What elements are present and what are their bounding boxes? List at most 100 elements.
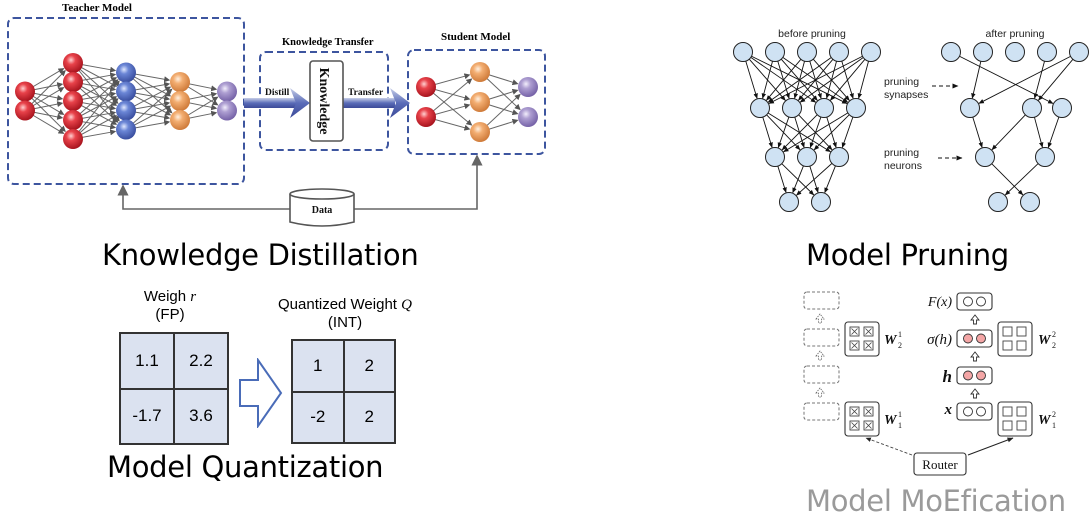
svg-text:W: W [884, 333, 898, 348]
w22-label: W 2 2 [1038, 330, 1056, 350]
synapse-edge [768, 55, 863, 104]
teacher-neuron [116, 62, 136, 83]
svg-text:1: 1 [1052, 421, 1056, 430]
teacher-neuron [217, 100, 237, 121]
pruning-neuron [765, 147, 785, 167]
svg-text:W: W [884, 413, 898, 428]
synapse-edge [745, 60, 758, 99]
student-nodes [416, 62, 538, 142]
data-text: Data [312, 205, 333, 216]
synapse-edge [1004, 163, 1039, 196]
data-feedback-lines [117, 154, 483, 210]
student-frame [407, 49, 546, 155]
pruning-neuron [797, 147, 817, 167]
pruning-neuron [941, 42, 961, 62]
fp-cell: 1.1 [120, 333, 174, 389]
int-weight-label-line1: Quantized Weight Q [278, 296, 412, 313]
transfer-arrow [343, 88, 410, 118]
active-weight-w12 [997, 401, 1033, 437]
fx-label: F(x) [927, 295, 952, 310]
synapse-edge [830, 58, 866, 101]
w21-label: W 1 2 [884, 330, 902, 350]
pruning-neuron [750, 98, 770, 118]
knowledge-text: Knowledge [316, 68, 331, 135]
knowledge-box [309, 60, 344, 142]
fp-weight-label: Weigh r (FP) [110, 288, 230, 323]
student-neuron [470, 62, 490, 82]
int-cell: 2 [343, 391, 395, 443]
teacher-edge [125, 88, 173, 130]
fp-cell: -1.7 [120, 388, 174, 444]
teacher-neuron [170, 110, 190, 130]
pruning-nodes [733, 42, 1089, 212]
distill-arrow [244, 88, 310, 118]
inactive-weight-w21 [844, 321, 880, 357]
teacher-neuron [63, 53, 83, 73]
synapse-edge [777, 165, 787, 193]
synapse-edge [1034, 117, 1044, 148]
router-label: Router [922, 457, 958, 472]
svg-text:W: W [1038, 413, 1052, 428]
w11-label: W 1 1 [884, 410, 902, 430]
synapse-edge [972, 116, 983, 148]
synapse-edge [971, 61, 982, 99]
teacher-edge [72, 80, 120, 140]
student-neuron [470, 122, 490, 142]
svg-text:1: 1 [898, 330, 902, 339]
int-cell: 2 [343, 340, 395, 392]
after-pruning-label: after pruning [986, 28, 1045, 40]
svg-text:2: 2 [1052, 341, 1056, 350]
synapse-edge [978, 55, 1071, 104]
fp-cell: 2.2 [174, 333, 228, 389]
moefication-diagram: Router F(x) σ(h) h x W 1 2 W 1 1 W 2 2 W… [803, 291, 1056, 476]
model-moefication-title: Model MoEfication [806, 484, 1066, 518]
svg-text:W: W [1038, 333, 1052, 348]
router-box [913, 452, 967, 476]
pruning-neuron [1022, 98, 1042, 118]
fp-weight-label-line2: (FP) [155, 306, 185, 323]
active-weight-w22 [997, 321, 1033, 357]
teacher-neuron [116, 81, 136, 102]
synapse-edge [761, 61, 773, 99]
router-to-w12-arrow [967, 437, 1014, 456]
teacher-neuron [15, 81, 35, 102]
svg-text:1: 1 [898, 421, 902, 430]
data-cylinder-icon [289, 188, 355, 227]
pruning-neuron [765, 42, 785, 62]
quantize-arrow-icon [239, 358, 283, 428]
distill-text: Distill [265, 88, 290, 98]
teacher-neuron [116, 119, 136, 140]
pruning-neuron [973, 42, 993, 62]
pruning-neuron [829, 42, 849, 62]
student-neuron [518, 77, 538, 97]
x-label: x [944, 402, 953, 418]
pruning-neuron [1005, 42, 1025, 62]
svg-text:2: 2 [898, 341, 902, 350]
inactive-weight-w11 [844, 401, 880, 437]
pruning-neuron [960, 98, 980, 118]
synapse-edge [991, 163, 1024, 196]
pruning-synapses-label-2: synapses [884, 89, 928, 101]
student-neuron [416, 77, 436, 97]
teacher-neuron [170, 72, 190, 92]
pruning-neuron [861, 42, 881, 62]
active-expert-stack [956, 292, 993, 421]
synapse-edge [777, 116, 790, 148]
synapse-edge [799, 57, 864, 103]
pruning-diagram: before pruning after pruning pruning syn… [733, 28, 1089, 212]
router-to-w11-arrow [865, 437, 913, 456]
teacher-neuron [63, 110, 83, 130]
synapse-edge [783, 112, 849, 153]
teacher-model-label: Teacher Model [62, 2, 132, 14]
pruning-neuron [1069, 42, 1089, 62]
knowledge-distillation-title: Knowledge Distillation [102, 238, 419, 272]
student-neuron [416, 107, 436, 127]
synapse-edge [781, 114, 818, 151]
pruning-neuron [782, 98, 802, 118]
pruning-neuron [1052, 98, 1072, 118]
int-weight-matrix: 1 2 -2 2 [291, 339, 396, 444]
synapse-edge [959, 55, 1054, 104]
synapse-edge [1047, 116, 1060, 148]
synapse-edge [796, 163, 833, 196]
kd-diagram: Knowledge Distill Transfer Data [7, 17, 546, 227]
